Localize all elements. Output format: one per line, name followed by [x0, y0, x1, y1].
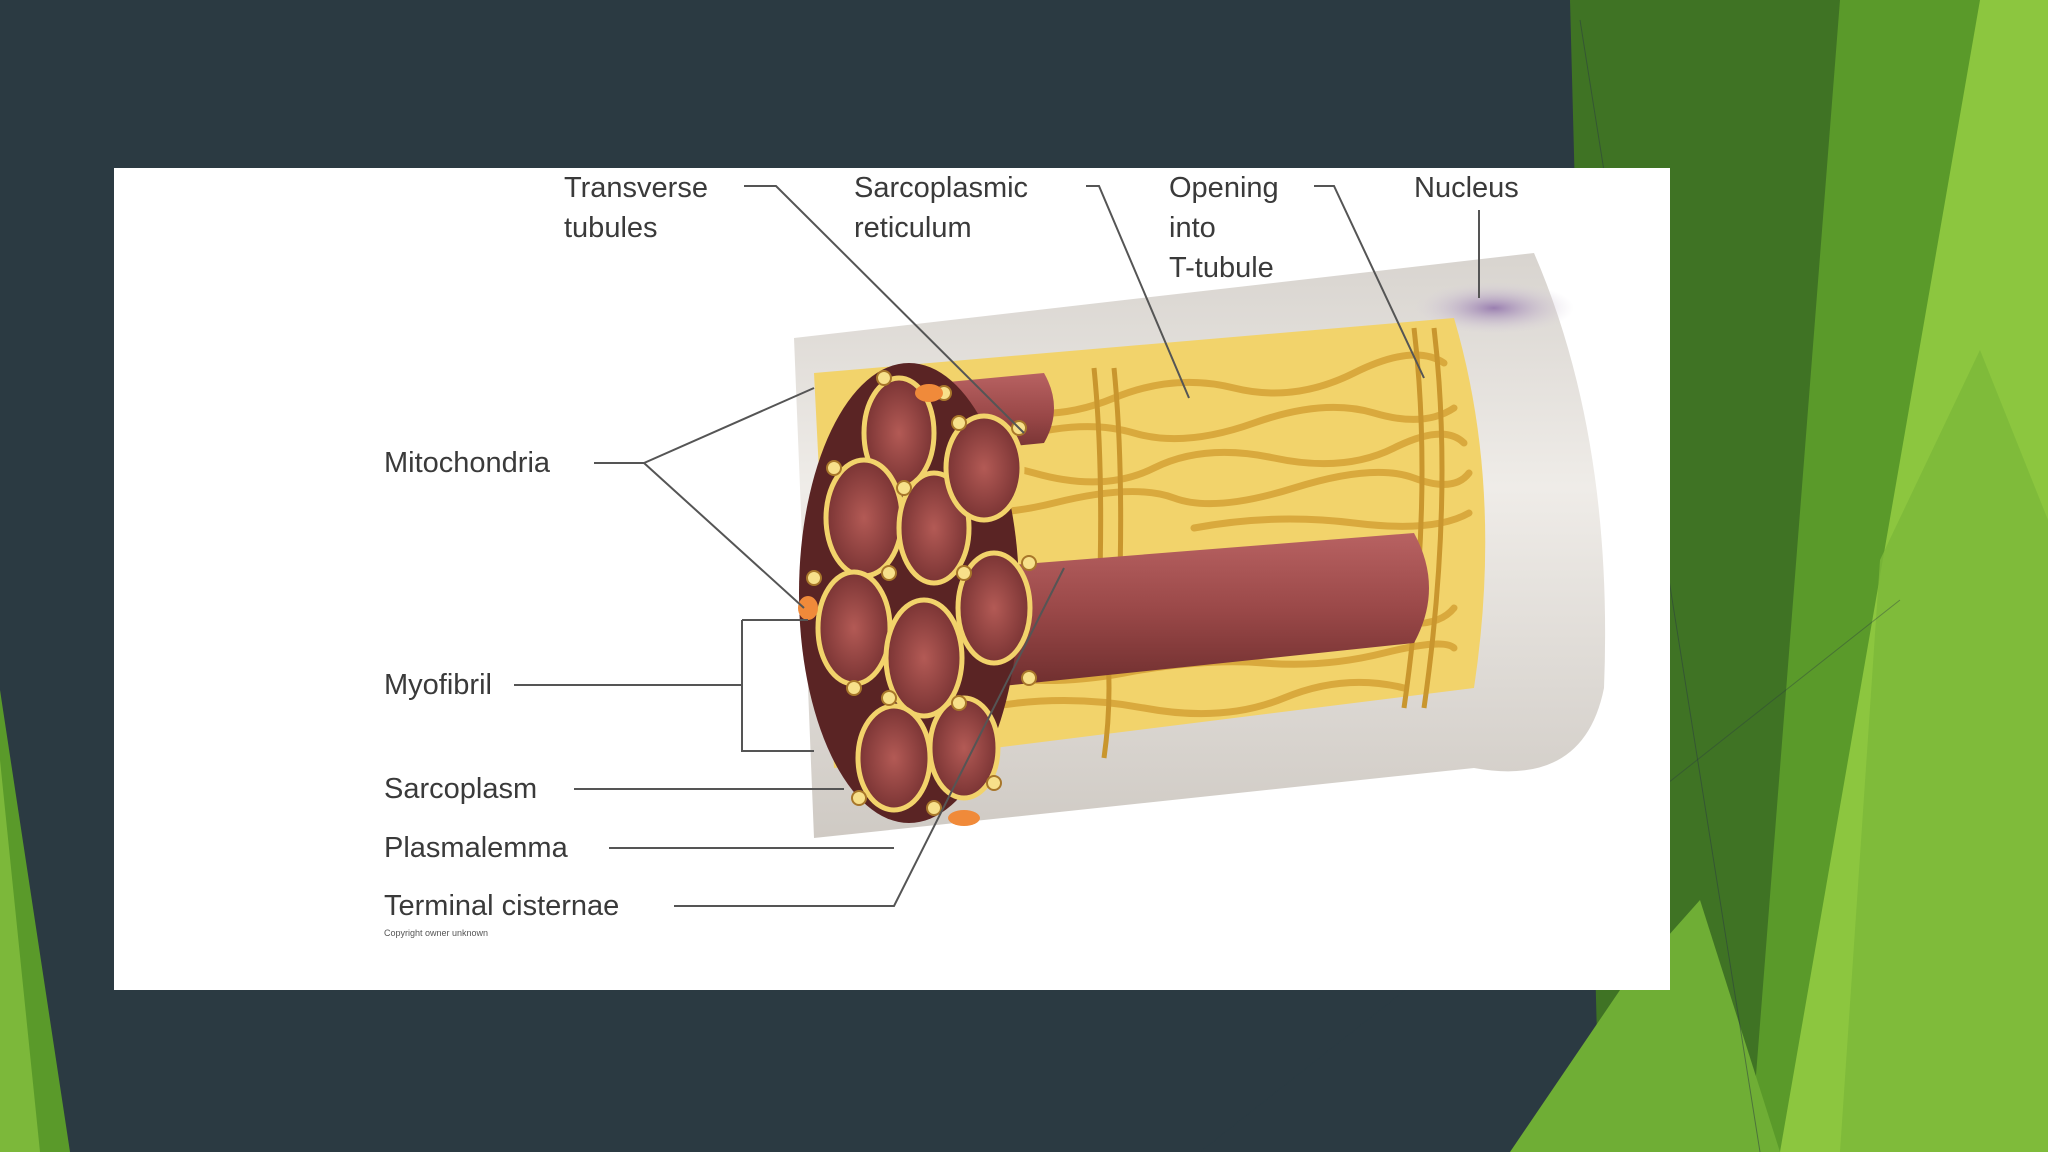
label-plasmalemma: Plasmalemma	[384, 832, 568, 864]
label-terminal-cisternae: Terminal cisternae	[384, 890, 620, 922]
muscle-fiber-diagram	[514, 185, 1606, 907]
figure-panel: Transverse tubules Sarcoplasmic reticulu…	[114, 168, 1670, 990]
label-sarcoplasm: Sarcoplasm	[384, 773, 538, 805]
label-nucleus: Nucleus	[1414, 172, 1519, 204]
green-facet-sheen	[1840, 350, 2048, 1152]
green-facet-left-light	[0, 760, 40, 1152]
label-opening-into-t-tubule: Opening into T-tubule	[1169, 172, 1279, 284]
fibril-cross-sections	[815, 375, 1033, 813]
label-sarcoplasmic-reticulum: Sarcoplasmic reticulum	[854, 172, 1029, 244]
label-transverse-tubules: Transverse tubules	[564, 172, 708, 244]
t-tubule-dots	[806, 370, 1037, 816]
leader-lines	[514, 185, 1480, 907]
label-myofibril: Myofibril	[384, 669, 492, 701]
credit-line: Copyright owner unknown	[384, 928, 489, 938]
mitochondria-shapes	[798, 384, 980, 826]
label-mitochondria: Mitochondria	[384, 447, 551, 479]
myofibril-long	[974, 533, 1429, 688]
green-facet-bottom	[1510, 900, 1780, 1152]
